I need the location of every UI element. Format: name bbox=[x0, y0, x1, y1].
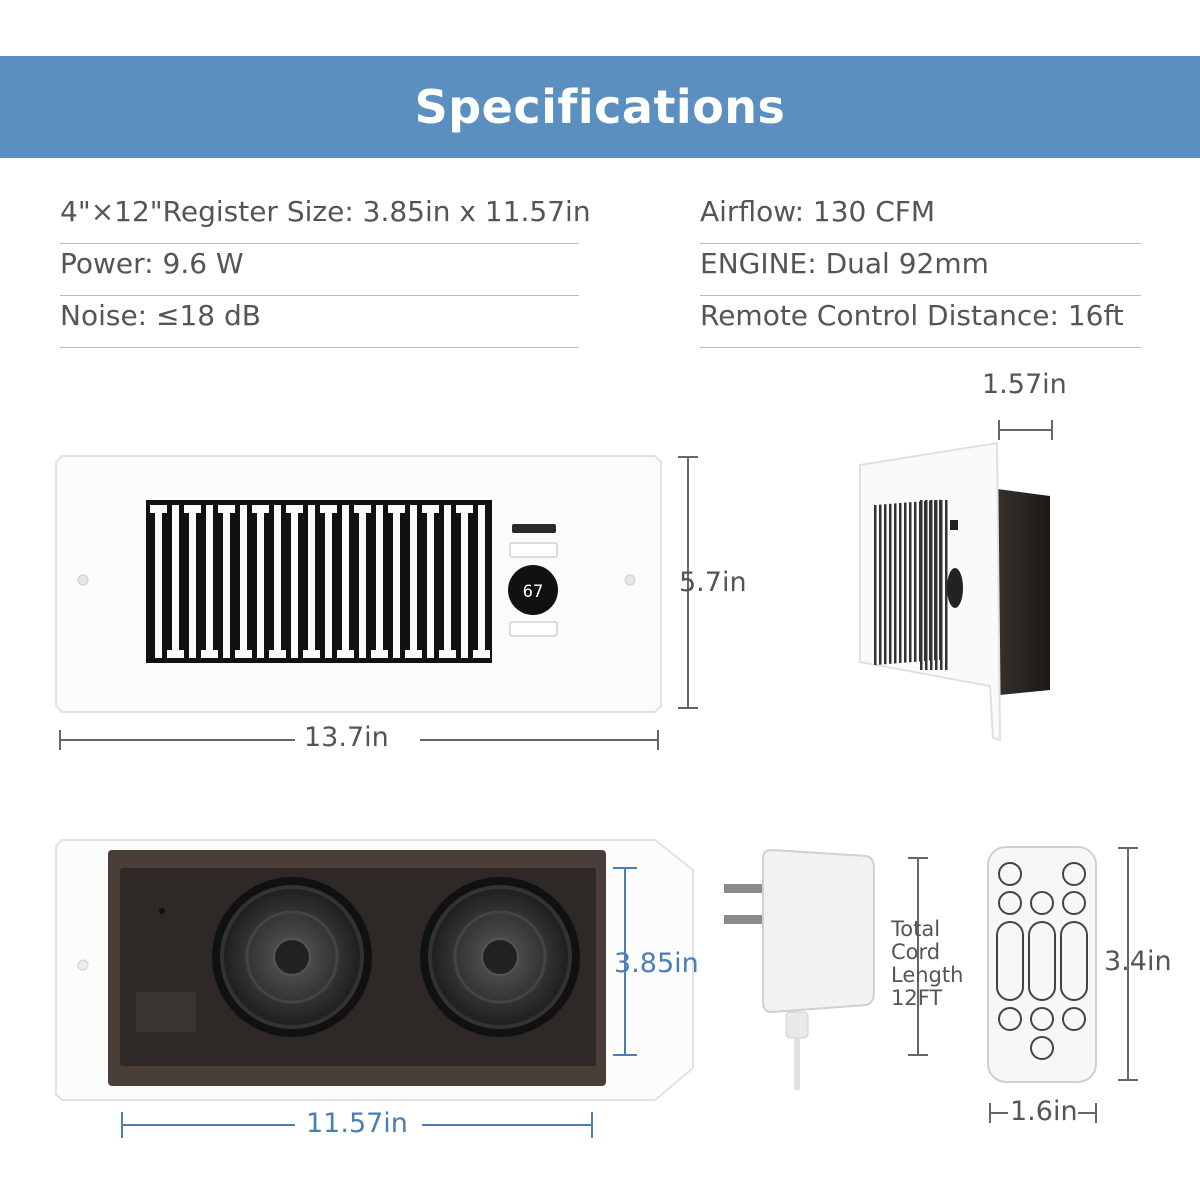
cord-dimension-line bbox=[908, 857, 928, 1056]
back-view-register bbox=[55, 839, 694, 1101]
front-width-label: 13.7in bbox=[304, 722, 389, 753]
spec-power: Power: 9.6 W bbox=[60, 244, 579, 296]
header-banner: Specifications bbox=[0, 56, 1200, 158]
back-width-label: 11.57in bbox=[306, 1108, 408, 1139]
front-height-label: 5.7in bbox=[679, 567, 747, 598]
front-view-register bbox=[55, 455, 662, 713]
page-title: Specifications bbox=[414, 80, 786, 134]
back-height-label: 3.85in bbox=[614, 948, 699, 979]
spec-remote-distance: Remote Control Distance: 16ft bbox=[700, 296, 1141, 348]
back-dimension-lines bbox=[121, 867, 637, 1138]
side-grille bbox=[874, 499, 948, 670]
spec-register-size: 4"×12"Register Size: 3.85in x 11.57in bbox=[60, 192, 591, 244]
remote-dimension-lines bbox=[989, 847, 1138, 1123]
power-adapter bbox=[724, 848, 875, 1090]
cord-length-label: Total Cord Length 12FT bbox=[891, 917, 964, 1010]
display-temperature: 67 bbox=[523, 582, 543, 602]
side-depth-label: 1.57in bbox=[982, 369, 1067, 400]
remote-control bbox=[987, 846, 1097, 1083]
display-ring bbox=[508, 565, 558, 615]
spec-airflow: Airflow: 130 CFM bbox=[700, 192, 1141, 244]
side-dimension-lines bbox=[998, 420, 1053, 440]
front-dimension-lines bbox=[59, 456, 698, 750]
spec-engine: ENGINE: Dual 92mm bbox=[700, 244, 1141, 296]
side-view-register bbox=[859, 441, 1050, 742]
remote-height-label: 3.4in bbox=[1104, 946, 1172, 977]
remote-width-label: 1.6in bbox=[1010, 1096, 1078, 1127]
front-grille bbox=[150, 505, 490, 658]
spec-noise: Noise: ≤18 dB bbox=[60, 296, 579, 348]
